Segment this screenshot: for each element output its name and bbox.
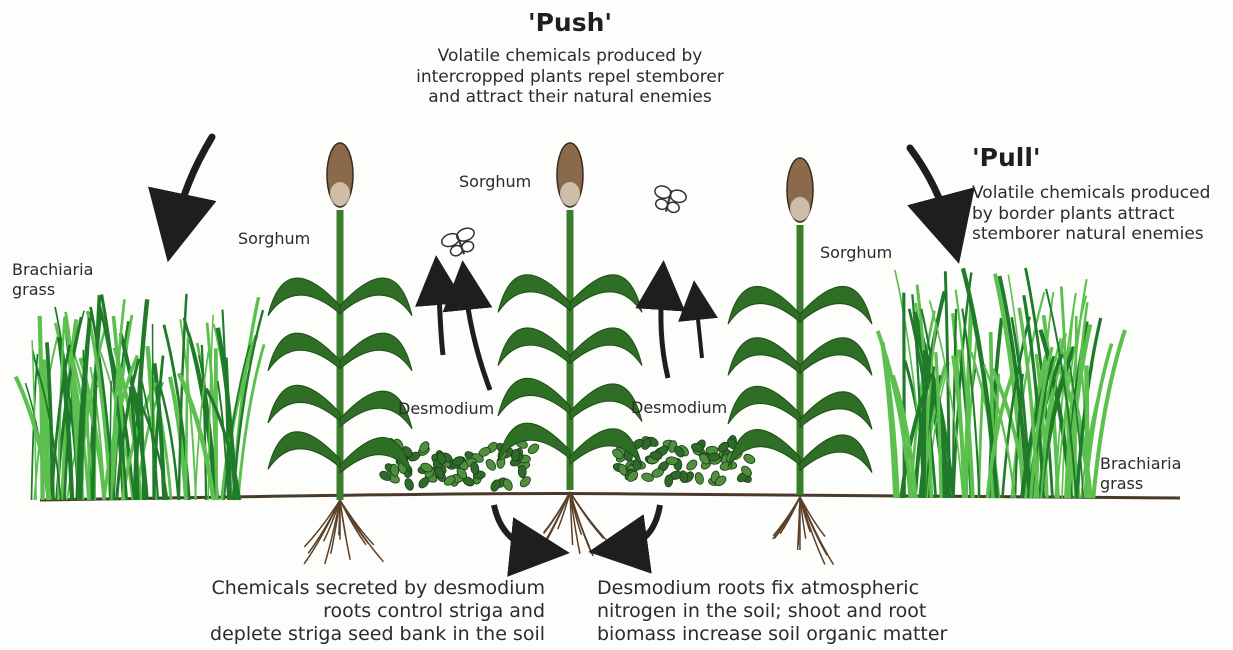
push-description: Volatile chemicals produced by intercrop… [380,46,760,108]
desmodium-label: Desmodium [398,399,494,419]
sorghum-leaf [728,338,800,376]
sorghum-leaf [570,328,642,366]
nitrogen-fixation-text: Desmodium roots fix atmospheric nitrogen… [597,577,1017,647]
push-title: 'Push' [470,8,670,39]
striga-control-text: Chemicals secreted by desmodium roots co… [150,577,545,647]
desmodium-leaf [742,452,756,465]
sorghum-label: Sorghum [820,243,892,263]
desmodium-label: Desmodium [631,398,727,418]
volatile-arrow [661,285,668,378]
desmodium-leaf [518,465,527,477]
sorghum-leaf [268,333,340,371]
sorghum-leaf [800,338,872,376]
pull-description: Volatile chemicals produced by border pl… [972,183,1232,245]
desmodium-leaf [526,442,540,456]
sorghum-leaf [340,278,412,316]
sorghum-leaf [728,430,800,468]
sorghum-leaf [570,275,642,313]
desmodium-leaf [664,475,673,488]
volatile-arrow [438,280,443,355]
sorghum-label: Sorghum [459,172,531,192]
sorghum-leaf [498,328,570,366]
sorghum-leaf [268,432,340,470]
desmodium-leaf [484,458,497,472]
root [544,492,570,534]
grass-blade [1086,365,1087,498]
grass-blade [924,350,925,498]
moth-icon [440,226,480,260]
grass-blade [153,324,154,500]
roots [304,492,833,565]
volatile-arrow [696,300,702,358]
root [340,500,374,545]
desmodium-leaf [694,471,705,485]
desmodium-leaf [403,477,415,491]
sorghum-leaf [268,278,340,316]
volatile-arrow [465,285,490,390]
sorghum-leaf [728,386,800,424]
brachiaria-label: Brachiaria grass [1100,454,1181,493]
sorghum-leaf [800,435,872,473]
push-arrow [175,137,212,228]
brachiaria-grass-left [16,294,264,500]
brachiaria-grass-right [878,268,1125,498]
pull-arrow [910,148,950,230]
brachiaria-label: Brachiaria grass [12,260,93,299]
root [325,500,340,564]
sorghum-leaf [498,275,570,313]
sorghum-leaf [800,392,872,430]
moth-icon [650,184,687,215]
pull-title: 'Pull' [972,143,1041,174]
root-arrow-left [494,505,540,550]
desmodium-leaf [685,458,699,472]
root [535,492,570,557]
sorghum-leaf [340,333,412,371]
sorghum-label: Sorghum [238,229,310,249]
sorghum-leaf [498,378,570,416]
sorghum-leaf [728,286,800,324]
sorghum-plants [268,143,872,500]
sorghum-leaf [800,286,872,324]
root-arrow-right [618,505,660,548]
sorghum-leaf [268,385,340,423]
